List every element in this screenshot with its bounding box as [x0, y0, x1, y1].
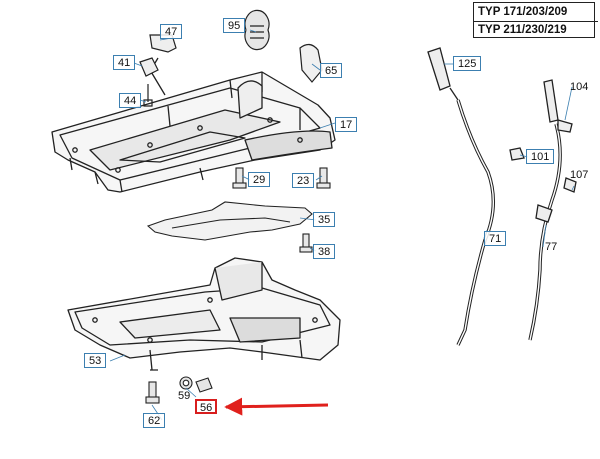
callout-17[interactable]: 17 [335, 117, 358, 132]
callout-125[interactable]: 125 [453, 56, 482, 71]
callout-56[interactable]: 56 [195, 399, 218, 414]
gasket-35-drawing [146, 201, 313, 241]
callout-77[interactable]: 77 [545, 241, 558, 253]
callout-41[interactable]: 41 [113, 55, 136, 70]
callout-47[interactable]: 47 [160, 24, 183, 39]
top-small-parts [139, 9, 323, 107]
bolt-38 [299, 233, 313, 253]
upper-oil-pan-drawing [51, 57, 336, 193]
highlight-arrow [224, 397, 329, 416]
model-line-2: TYP 211/230/219 [478, 24, 567, 36]
lower-oil-pan-drawing [67, 257, 341, 371]
callout-65[interactable]: 65 [320, 63, 343, 78]
callout-35[interactable]: 35 [313, 212, 336, 227]
callout-104[interactable]: 104 [570, 81, 589, 93]
callout-23[interactable]: 23 [292, 173, 315, 188]
dipstick-tube-77 [509, 79, 577, 341]
model-line-1: TYP 171/203/209 [478, 6, 568, 18]
drain-plug-parts [145, 376, 213, 404]
callout-53[interactable]: 53 [84, 353, 107, 368]
bolts-29-23 [232, 167, 331, 189]
model-divider [474, 21, 598, 22]
callout-59[interactable]: 59 [178, 390, 191, 402]
model-type-box: TYP 171/203/209 TYP 211/230/219 [473, 2, 598, 38]
dipstick-tube-71 [427, 47, 496, 346]
callout-62[interactable]: 62 [143, 413, 166, 428]
callout-29[interactable]: 29 [248, 172, 271, 187]
callout-71[interactable]: 71 [484, 231, 507, 246]
callout-95[interactable]: 95 [223, 18, 246, 33]
callout-44[interactable]: 44 [119, 93, 142, 108]
callout-38[interactable]: 38 [313, 244, 336, 259]
callout-101[interactable]: 101 [526, 149, 555, 164]
callout-107[interactable]: 107 [570, 169, 589, 181]
